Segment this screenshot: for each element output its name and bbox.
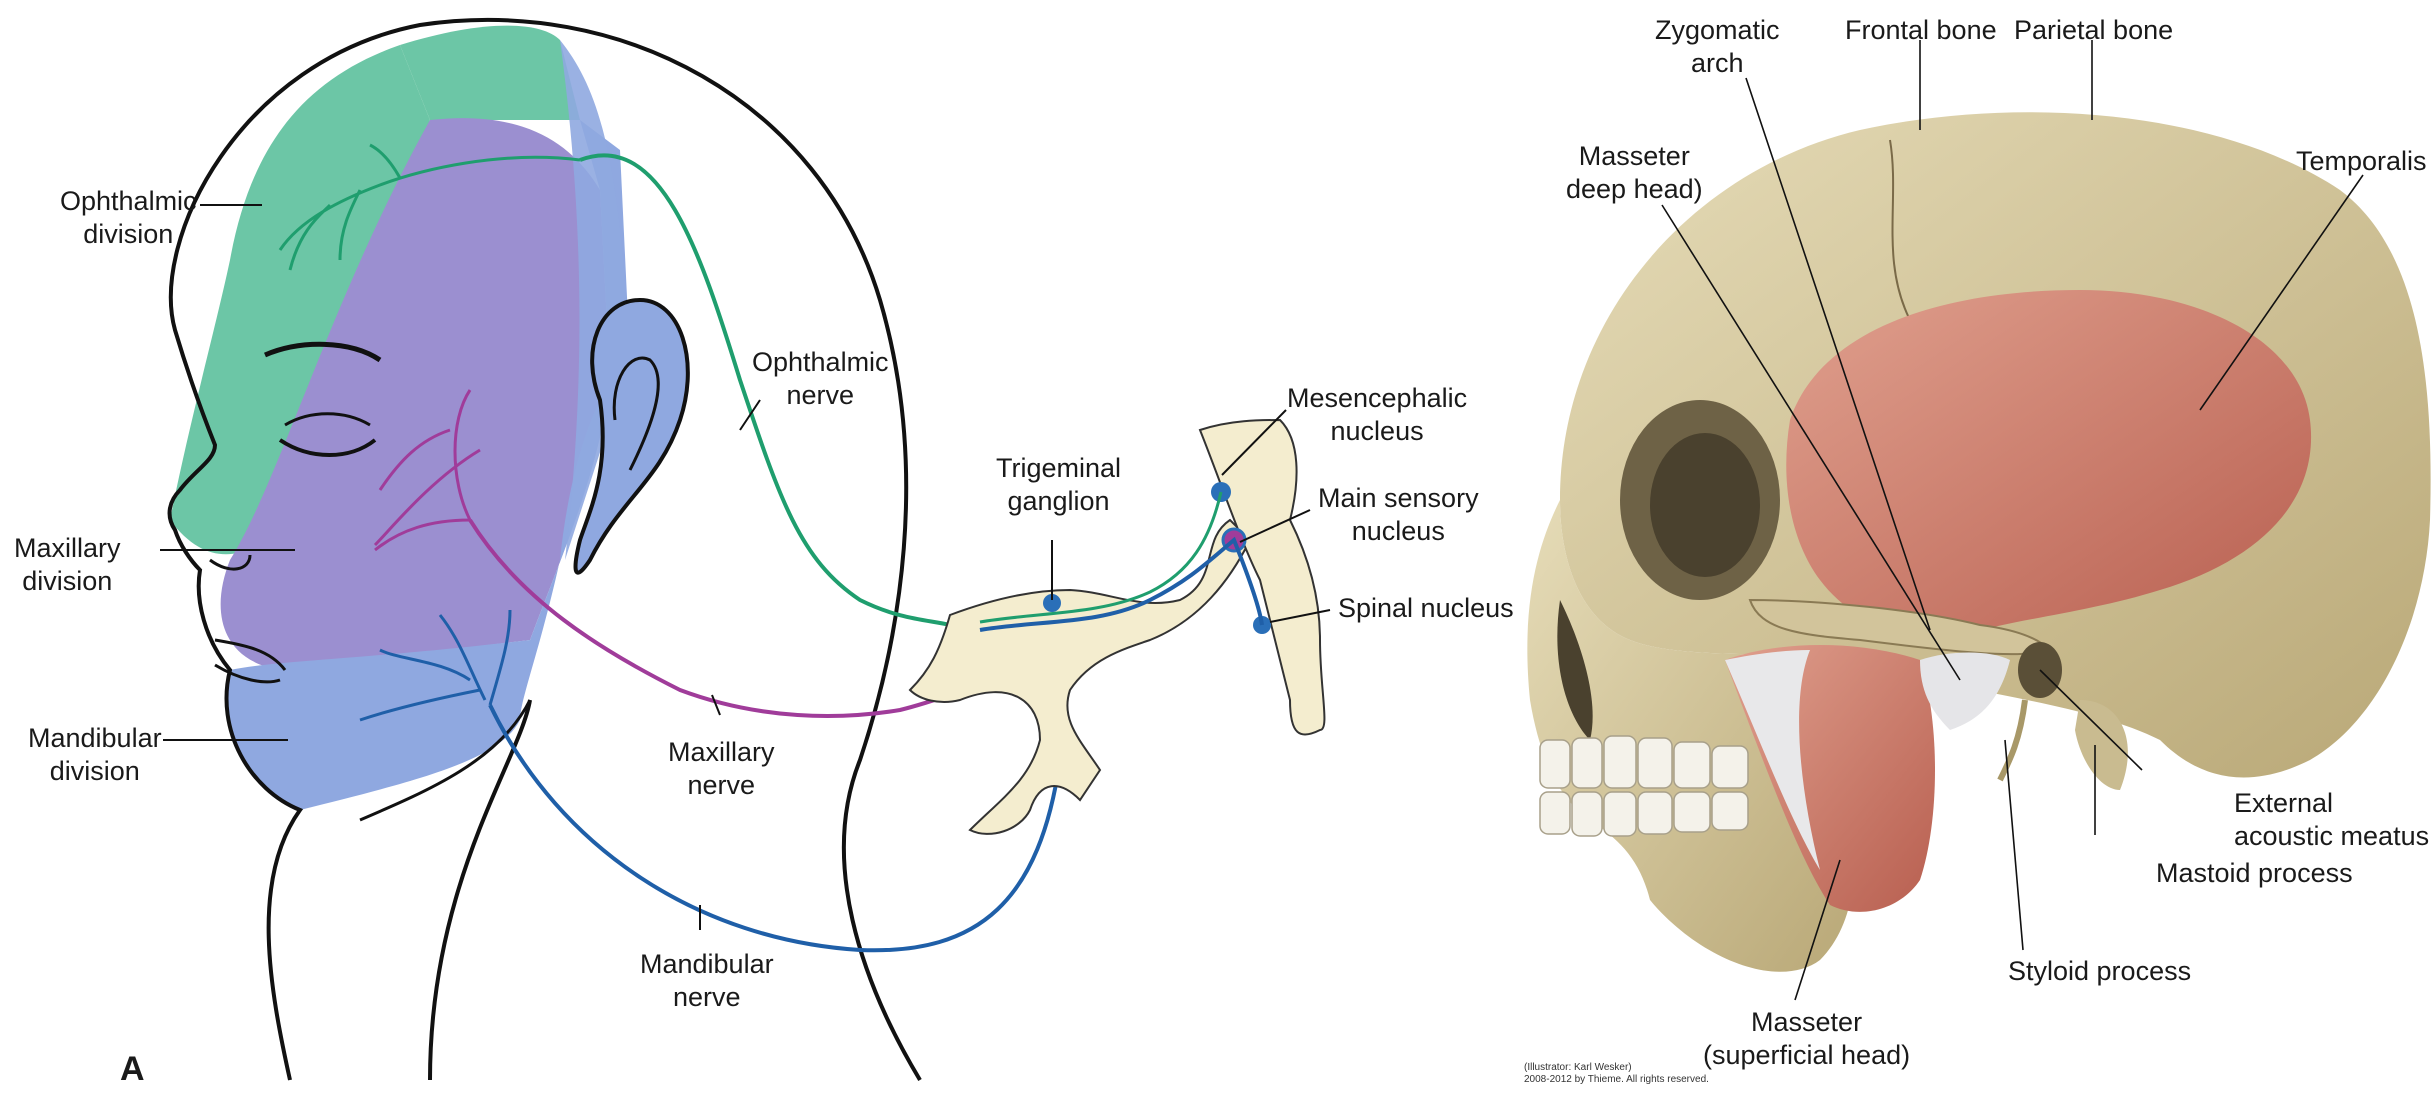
label-mandibular-nerve: Mandibular nerve [640,948,774,1014]
label-line: acoustic meatus [2234,821,2430,851]
label-frontal-bone: Frontal bone [1845,14,1997,47]
label-ophthalmic-nerve: Ophthalmic nerve [752,346,889,412]
ear-inner [612,356,660,471]
label-main-sensory-nucleus: Main sensory nucleus [1318,482,1479,548]
label-ophthalmic-division: Ophthalmic division [60,185,197,251]
label-line: Styloid process [2008,956,2192,986]
label-line: division [49,756,140,786]
label-line: ganglion [1007,486,1110,516]
label-line: External [2234,788,2334,818]
label-line: Frontal bone [1845,15,1997,45]
temporalis-muscle [1786,290,2312,640]
label-line: Masseter [1578,141,1690,171]
maxillary-division-region [220,118,610,670]
maxillary-nerve-path [468,518,981,718]
nostril [209,554,252,571]
label-mesencephalic-nucleus: Mesencephalic nucleus [1287,382,1467,448]
masseter-deep-head [1920,652,2010,730]
label-line: deep head) [1566,174,1703,204]
label-line: Zygomatic [1655,15,1780,45]
label-line: nucleus [1330,416,1424,446]
label-line: Mandibular [28,723,162,753]
maxillary-nerve-branches [373,389,481,552]
label-parietal-bone: Parietal bone [2014,14,2173,47]
ophthalmic-division-region [170,45,430,555]
label-line: Mesencephalic [1287,383,1468,413]
maxillary-division-back-band [560,40,630,560]
nasal-cavity [1557,600,1593,740]
skull-muscle-panel: Zygomatic arch Frontal bone Parietal bon… [1520,0,2434,1101]
label-line: nerve [673,982,741,1012]
label-mastoid-process: Mastoid process [2156,857,2353,890]
trigeminal-diagram-panel: Ophthalmic division Maxillary division M… [14,17,1514,1088]
credit-line: 2008-2012 by Thieme. All rights reserved… [1524,1074,1709,1085]
label-masseter-superficial-head: Masseter (superficial head) [1703,1006,1910,1072]
label-temporalis: Temporalis [2296,145,2427,178]
skull-illustration-svg [1527,40,2431,1001]
central-tracts-green [979,491,1223,624]
label-external-acoustic-meatus: External acoustic meatus [2234,787,2429,853]
central-tracts [979,536,1264,632]
lips [214,638,287,684]
label-line: Temporalis [2296,146,2427,176]
ear-outline [573,297,690,575]
skull-leader-lines [1661,40,2364,1001]
leader-lines [160,204,1331,930]
trigeminal-ganglion-body [908,518,1252,835]
facial-bones [1527,500,1856,972]
orbit-inner [1650,433,1760,577]
neck-outline [428,699,532,1081]
teeth [1539,735,1749,837]
label-line: Mastoid process [2156,858,2353,888]
label-line: Spinal nucleus [1338,593,1514,623]
masseter-tendon [1725,650,1820,870]
ophthalmic-division-region-top [400,25,580,121]
label-line: arch [1691,48,1744,78]
label-line: nucleus [1351,516,1445,546]
label-line: Main sensory [1318,483,1479,513]
label-spinal-nucleus: Spinal nucleus [1338,592,1514,625]
mandibular-nerve-branches [359,609,512,722]
label-line: Ophthalmic [60,186,197,216]
label-trigeminal-ganglion: Trigeminal ganglion [996,452,1121,518]
label-line: Maxillary [14,533,121,563]
label-line: (superficial head) [1703,1040,1911,1070]
panel-letter: A [120,1050,145,1088]
label-line: division [83,219,174,249]
mandibular-nerve-path [488,659,1065,953]
label-line: Parietal bone [2014,15,2174,45]
jaw-line [359,699,532,822]
trigeminal-ganglion-dot [1043,594,1061,612]
label-styloid-process: Styloid process [2008,955,2191,988]
eyelid [284,412,371,427]
mastoid-process [2075,700,2128,790]
credit-line: (Illustrator: Karl Wesker) [1524,1062,1632,1073]
label-line: Mandibular [640,949,774,979]
label-line: Maxillary [668,737,775,767]
brainstem [1198,418,1326,736]
label-line: nerve [687,770,756,800]
illustration-credit: (Illustrator: Karl Wesker) 2008-2012 by … [1524,1062,1709,1086]
trigeminal-diagram-svg [160,17,1331,1082]
styloid-process [1997,699,2028,782]
label-masseter-deep-head: Masseter deep head) [1566,140,1703,206]
head-outline [167,17,922,1082]
label-line: Masseter [1751,1007,1863,1037]
label-line: nerve [786,380,855,410]
label-line: division [22,566,113,596]
ophthalmic-nerve-branches [278,143,581,271]
label-line: Trigeminal [996,453,1122,483]
label-zygomatic-arch: Zygomatic arch [1655,14,1780,80]
label-line: Ophthalmic [752,347,889,377]
ophthalmic-nerve-path [579,153,951,627]
eyebrow [264,341,382,363]
closed-eye [278,438,377,457]
label-maxillary-nerve: Maxillary nerve [668,736,775,802]
label-mandibular-division: Mandibular division [28,722,162,788]
label-maxillary-division: Maxillary division [14,532,121,598]
